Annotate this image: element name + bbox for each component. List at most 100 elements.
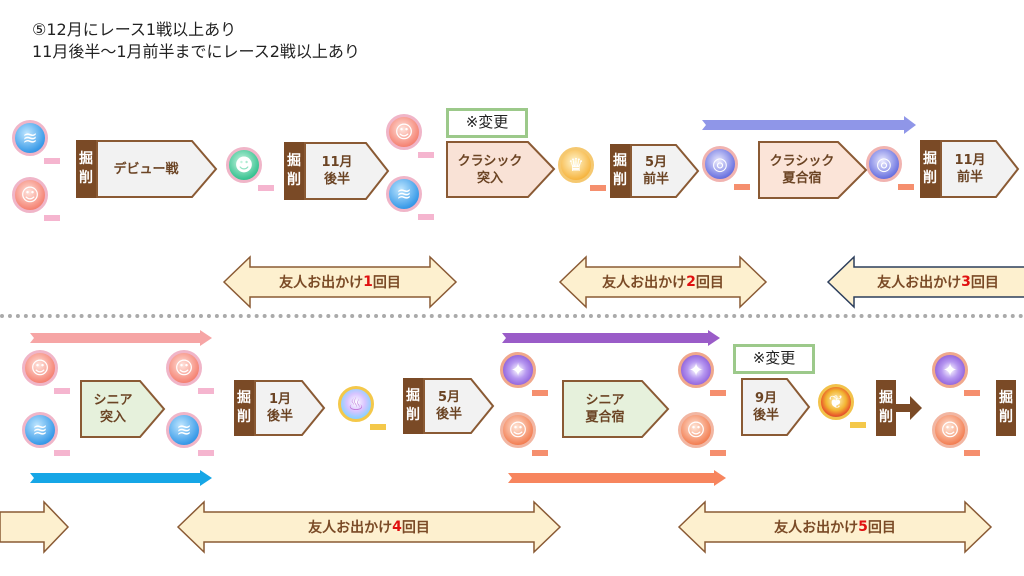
outing-count: 3 xyxy=(961,274,971,290)
dig-label: 掘削 xyxy=(876,380,896,436)
step-classic-entry: クラシック突入 xyxy=(446,141,556,198)
outing-suffix: 回目 xyxy=(372,275,401,291)
step-label-1: クラシック xyxy=(457,153,523,169)
dig-char-2: 削 xyxy=(237,409,251,425)
outing-suffix: 回目 xyxy=(401,520,430,536)
step-label-1: 5月 xyxy=(644,155,668,170)
step-may-late: 5月後半 xyxy=(423,378,495,434)
dig-label: 掘削 xyxy=(996,380,1016,436)
skill-badge-red: ☺ xyxy=(10,175,60,225)
skill-badge-orange: ☺ xyxy=(498,410,548,460)
dig-char-1: 掘 xyxy=(879,390,893,406)
step-label-2: 前半 xyxy=(642,172,669,187)
skill-badge-green: ☻ xyxy=(224,145,274,195)
dig-char-1: 掘 xyxy=(406,388,420,404)
dig-char-2: 削 xyxy=(406,407,420,423)
skill-badge-blue: ≋ xyxy=(10,118,60,168)
dig-label: 掘削 xyxy=(403,378,423,434)
step-label-2: 夏合宿 xyxy=(585,410,625,425)
skill-badge-purple: ✦ xyxy=(930,350,980,400)
step-label: デビュー戦 xyxy=(113,161,179,177)
step-classic-camp: クラシック夏合宿 xyxy=(758,141,868,199)
note-line-2: 11月後半～1月前半までにレース2戦以上あり xyxy=(32,42,360,61)
outing-prefix: 友人お出かけ xyxy=(774,520,859,536)
skill-badge-red: ☺ xyxy=(164,348,214,398)
dig-char-2: 削 xyxy=(79,170,93,186)
outing-count: 2 xyxy=(686,274,696,290)
dig-char-1: 掘 xyxy=(287,153,301,169)
skill-badge-blue: ≋ xyxy=(164,410,214,460)
step-debut: デビュー戦 xyxy=(96,140,218,198)
outing-prefix: 友人お出かけ xyxy=(279,275,364,291)
continuation-arrow xyxy=(0,500,70,554)
outing-prefix: 友人お出かけ xyxy=(602,275,687,291)
step-label-1: 1月 xyxy=(268,392,292,407)
outing-prefix: 友人お出かけ xyxy=(877,275,962,291)
outing-suffix: 回目 xyxy=(970,275,999,291)
period-arrow-orange xyxy=(508,470,726,486)
skill-badge-purple: ✦ xyxy=(676,350,726,400)
skill-badge-navy: ◎ xyxy=(700,144,750,194)
next-arrow xyxy=(896,396,922,420)
skill-badge-navy: ◎ xyxy=(864,144,914,194)
step-label-2: 後半 xyxy=(323,172,350,187)
step-may-early: 5月前半 xyxy=(630,144,700,198)
dig-label: 掘削 xyxy=(234,380,254,436)
skill-badge-orange: ☺ xyxy=(676,410,726,460)
dig-label: 掘削 xyxy=(76,140,96,198)
step-label-1: 9月 xyxy=(754,391,778,406)
period-arrow-purple xyxy=(502,330,720,346)
period-arrow-violet xyxy=(702,116,916,134)
step-label-1: シニア xyxy=(93,393,133,408)
step-sep-late: 9月後半 xyxy=(741,378,811,436)
outing-count: 5 xyxy=(858,519,868,535)
dig-char-2: 削 xyxy=(879,409,893,425)
step-label-2: 突入 xyxy=(99,410,126,425)
step-label-2: 後半 xyxy=(752,408,779,423)
period-arrow-pink xyxy=(30,330,212,346)
step-senior-entry: シニア突入 xyxy=(80,380,166,438)
dig-char-2: 削 xyxy=(923,170,937,186)
outing-suffix: 回目 xyxy=(867,520,896,536)
step-label-2: 後半 xyxy=(266,409,293,424)
skill-badge-autumn: ❦ xyxy=(816,382,866,432)
step-senior-camp: シニア夏合宿 xyxy=(562,380,670,438)
step-label-2: 後半 xyxy=(435,407,462,422)
dig-char-2: 削 xyxy=(999,409,1013,425)
change-note: ※変更 xyxy=(733,344,815,374)
step-label-1: クラシック xyxy=(769,154,835,169)
step-nov-early: 11月前半 xyxy=(940,140,1020,198)
skill-badge-red: ☺ xyxy=(384,112,434,162)
skill-badge-onsen: ♨ xyxy=(336,384,386,434)
dig-label: 掘削 xyxy=(920,140,940,198)
outing-prefix: 友人お出かけ xyxy=(308,520,393,536)
dig-char-1: 掘 xyxy=(613,153,627,169)
skill-badge-orange: ☺ xyxy=(930,410,980,460)
skill-badge-blue: ≋ xyxy=(384,174,434,224)
outing-count: 4 xyxy=(392,519,402,535)
skill-badge-red: ☺ xyxy=(20,348,70,398)
step-label-1: 11月 xyxy=(321,155,353,170)
outing-suffix: 回目 xyxy=(695,275,724,291)
dig-char-1: 掘 xyxy=(999,390,1013,406)
dig-label: 掘削 xyxy=(610,144,630,198)
outing-count: 1 xyxy=(363,274,373,290)
step-label-1: シニア xyxy=(585,393,625,408)
change-note: ※変更 xyxy=(446,108,528,138)
note-line-1: ⑤12月にレース1戦以上あり xyxy=(32,20,237,39)
dig-char-2: 削 xyxy=(287,172,301,188)
step-jan-late: 1月後半 xyxy=(254,380,326,436)
dig-char-1: 掘 xyxy=(237,390,251,406)
dig-char-2: 削 xyxy=(613,172,627,188)
period-arrow-cyan xyxy=(30,470,212,486)
skill-badge-gold: ♛ xyxy=(556,145,606,195)
dig-label: 掘削 xyxy=(284,142,304,200)
step-label-1: 5月 xyxy=(437,390,461,405)
step-nov-late: 11月後半 xyxy=(304,142,390,200)
dig-char-1: 掘 xyxy=(79,151,93,167)
skill-badge-purple: ✦ xyxy=(498,350,548,400)
